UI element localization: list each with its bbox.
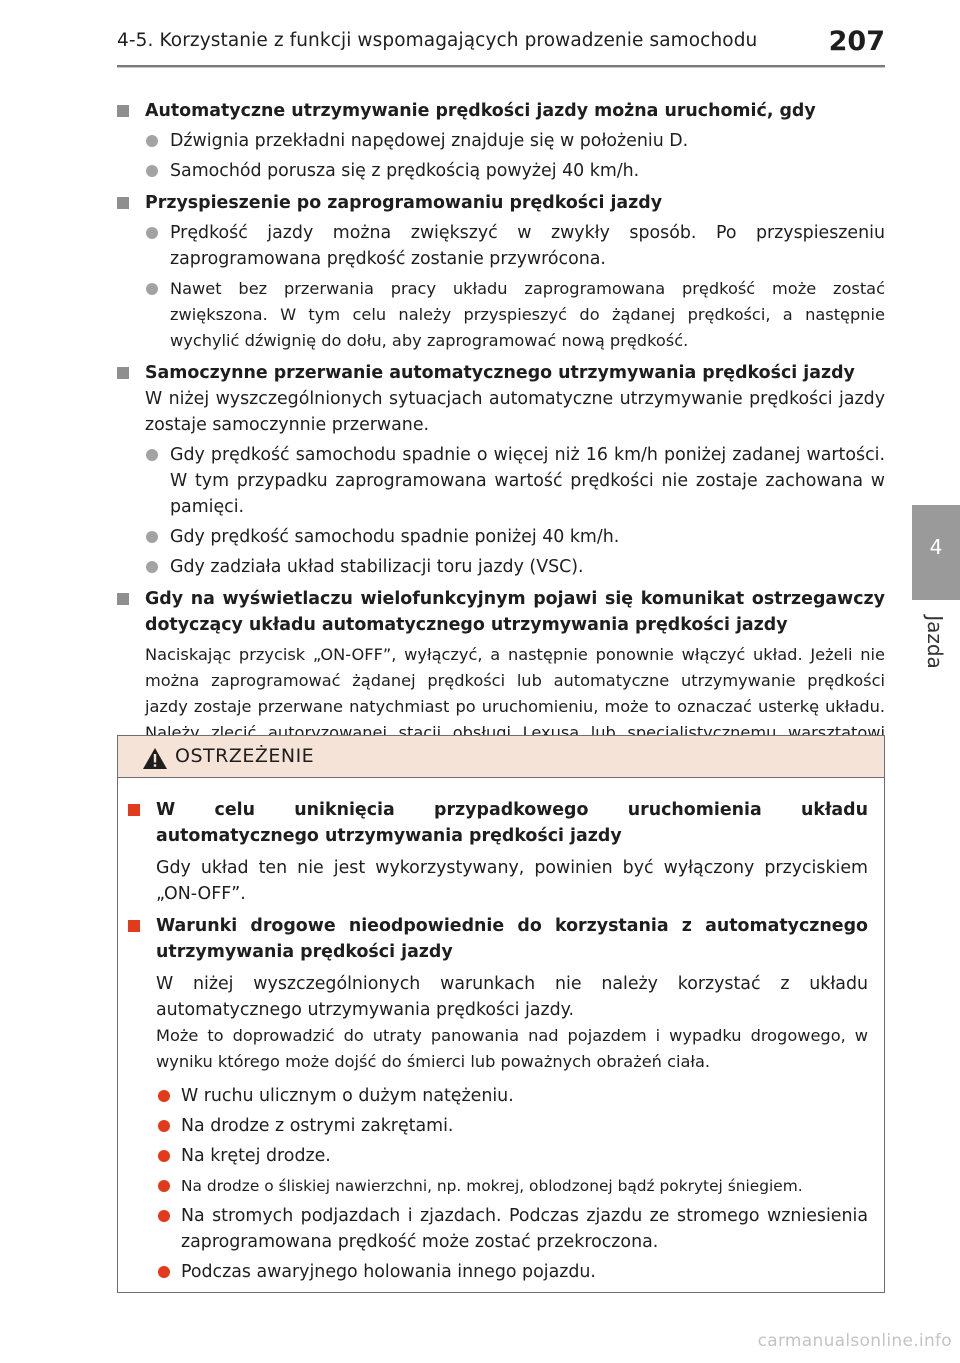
bullet-item: Gdy prędkość samochodu spadnie poniżej 4… — [117, 524, 885, 550]
warning-body: W celu uniknięcia przypadkowego uruchomi… — [128, 797, 868, 1285]
warning-bullet-item: Na drodze z ostrymi zakrętami. — [128, 1113, 868, 1139]
page-header: 4-5. Korzystanie z funkcji wspomagającyc… — [117, 24, 885, 64]
square-bullet-icon — [128, 804, 140, 816]
circle-bullet-icon — [158, 1210, 170, 1222]
section-heading: Samoczynne przerwanie automatycznego utr… — [117, 360, 885, 386]
square-bullet-icon — [117, 197, 129, 209]
chapter-label: Jazda — [910, 607, 960, 677]
warning-heading: Warunki drogowe nieodpowiednie do korzys… — [128, 913, 868, 965]
circle-bullet-icon — [158, 1150, 170, 1162]
paragraph: Naciskając przycisk „ON-OFF”, wyłączyć, … — [145, 645, 885, 768]
warning-bullet-item: Podczas awaryjnego holowania innego poja… — [128, 1259, 868, 1285]
bullet-item: Dźwignia przekładni napędowej znajduje s… — [117, 128, 885, 154]
paragraph: W niżej wyszczególnionych sytuacjach aut… — [145, 389, 885, 435]
chapter-tab[interactable]: 4 — [912, 505, 960, 600]
warning-heading: W celu uniknięcia przypadkowego uruchomi… — [128, 797, 868, 849]
square-bullet-icon — [128, 920, 140, 932]
square-bullet-icon — [117, 593, 129, 605]
watermark-text: carmanualsonline.info — [757, 1331, 952, 1351]
chapter-number: 4 — [929, 535, 943, 559]
bullet-item: Samochód porusza się z prędkością powyże… — [117, 158, 885, 184]
section-heading: Automatyczne utrzymywanie prędkości jazd… — [117, 98, 885, 124]
warning-title: OSTRZEŻENIE — [175, 745, 315, 767]
warning-bullet-item: Na krętej drodze. — [128, 1143, 868, 1169]
main-content: Automatyczne utrzymywanie prędkości jazd… — [117, 98, 885, 772]
circle-bullet-icon — [146, 165, 158, 177]
header-divider-light — [117, 67, 885, 68]
circle-bullet-icon — [146, 449, 158, 461]
circle-bullet-icon — [158, 1266, 170, 1278]
bullet-item: Gdy zadziała układ stabilizacji toru jaz… — [117, 554, 885, 580]
warning-triangle-icon — [143, 748, 167, 769]
chapter-label-text: Jazda — [923, 615, 947, 669]
bullet-item: Gdy prędkość samochodu spadnie o więcej … — [117, 442, 885, 520]
circle-bullet-icon — [146, 283, 158, 295]
circle-bullet-icon — [158, 1090, 170, 1102]
header-divider — [117, 65, 885, 67]
warning-paragraph: Może to doprowadzić do utraty panowania … — [156, 1026, 868, 1071]
bullet-item: Prędkość jazdy można zwiększyć w zwykły … — [117, 220, 885, 272]
section-heading: Gdy na wyświetlaczu wielofunkcyjnym poja… — [117, 586, 885, 638]
circle-bullet-icon — [146, 227, 158, 239]
section-heading: Przyspieszenie po zaprogramowaniu prędko… — [117, 190, 885, 216]
warning-bullet-item: Na stromych podjazdach i zjazdach. Podcz… — [128, 1203, 868, 1255]
circle-bullet-icon — [158, 1180, 170, 1192]
square-bullet-icon — [117, 105, 129, 117]
warning-paragraph: Gdy układ ten nie jest wykorzystywany, p… — [156, 858, 868, 904]
warning-paragraph: W niżej wyszczególnionych warunkach nie … — [156, 974, 868, 1020]
warning-box: OSTRZEŻENIE W celu uniknięcia przypadkow… — [117, 735, 885, 1293]
circle-bullet-icon — [146, 135, 158, 147]
square-bullet-icon — [117, 367, 129, 379]
section-title: 4-5. Korzystanie z funkcji wspomagającyc… — [117, 30, 758, 51]
warning-bullet-item: Na drodze o śliskiej nawierzchni, np. mo… — [128, 1173, 868, 1199]
page-number: 207 — [828, 26, 885, 57]
circle-bullet-icon — [146, 561, 158, 573]
bullet-item: Nawet bez przerwania pracy układu zaprog… — [117, 276, 885, 354]
warning-header: OSTRZEŻENIE — [118, 736, 884, 778]
circle-bullet-icon — [158, 1120, 170, 1132]
warning-bullet-item: W ruchu ulicznym o dużym natężeniu. — [128, 1083, 868, 1109]
circle-bullet-icon — [146, 531, 158, 543]
